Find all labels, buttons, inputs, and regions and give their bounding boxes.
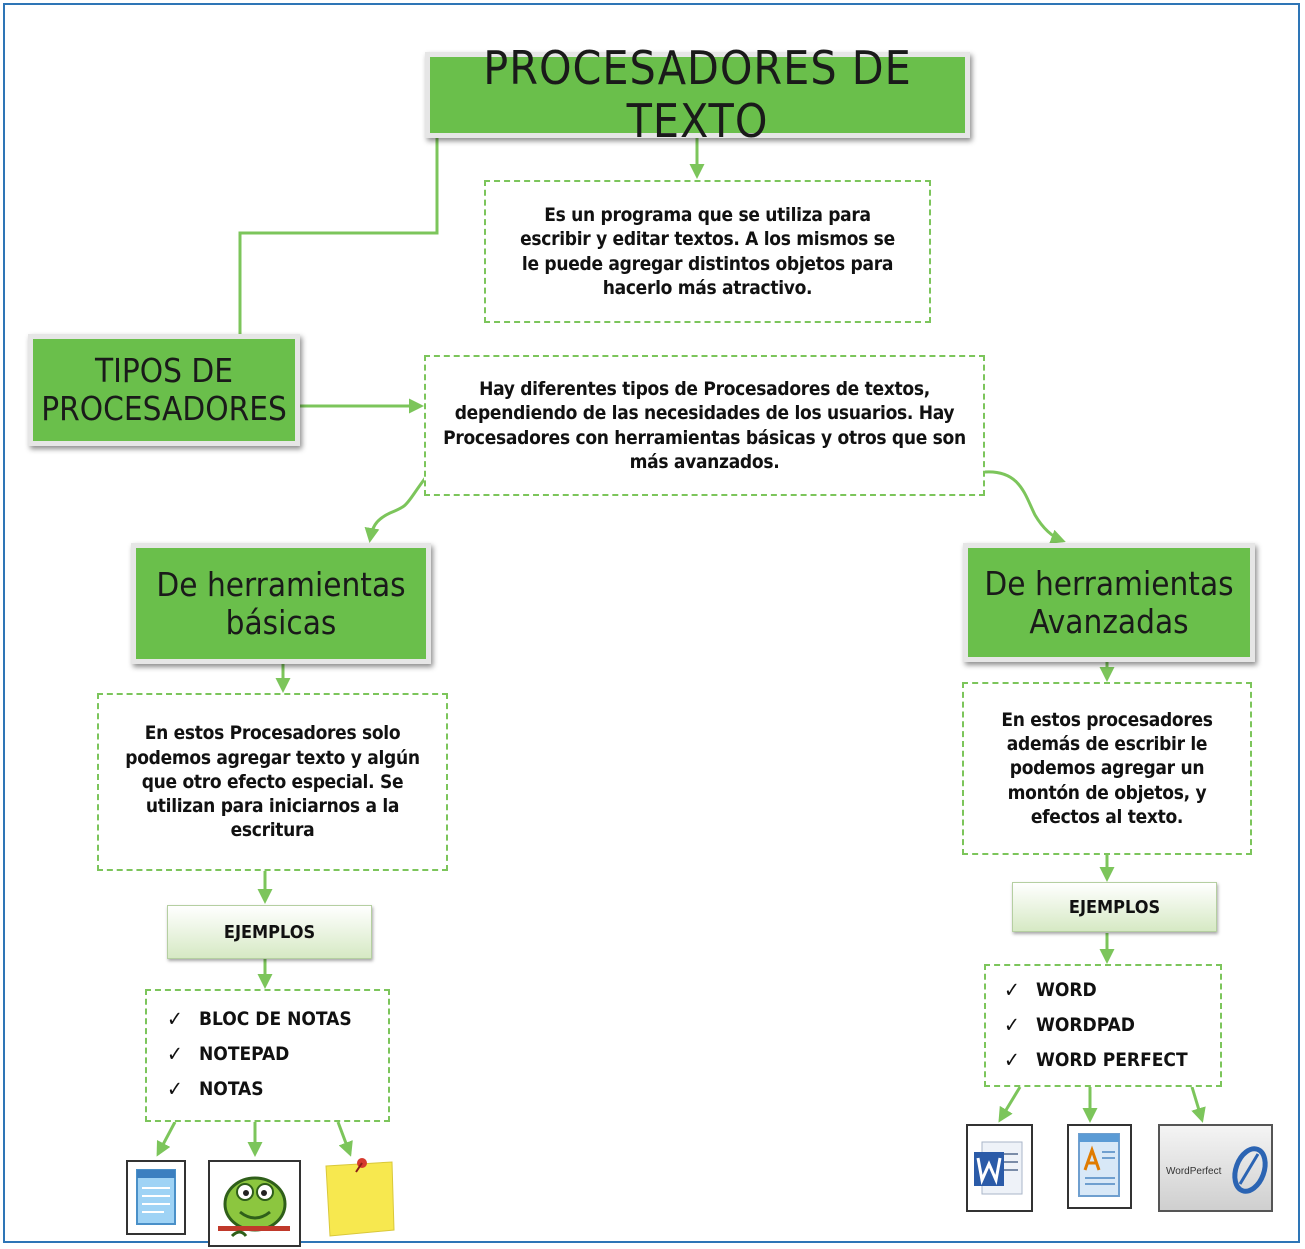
definition-box: Es un programa que se utiliza para escri…	[484, 180, 931, 323]
basic-description-text: En estos Procesadores solo podemos agreg…	[125, 722, 420, 842]
check-icon: ✓	[1004, 1047, 1020, 1072]
arrow-description-basic	[364, 476, 428, 543]
basic-title: De herramientas básicas	[156, 564, 406, 642]
advanced-examples-text: EJEMPLOS	[1068, 896, 1161, 918]
arrow-list-wordperfect	[1190, 1086, 1206, 1123]
list-item: ✓ BLOC DE NOTAS	[167, 1001, 388, 1036]
check-icon: ✓	[167, 1076, 183, 1101]
definition-text: Es un programa que se utiliza para escri…	[520, 203, 895, 299]
list-item-label: WORDPAD	[1036, 1013, 1135, 1036]
basic-examples-text: EJEMPLOS	[223, 921, 316, 943]
list-item: ✓ WORD PERFECT	[1004, 1042, 1220, 1077]
arrow-list-word	[998, 1086, 1022, 1123]
types-title: TIPOS DE PROCESADORES	[41, 351, 287, 428]
list-item-label: WORD	[1036, 978, 1097, 1001]
list-item-label: NOTAS	[199, 1077, 264, 1100]
check-icon: ✓	[167, 1041, 183, 1066]
advanced-examples-label: EJEMPLOS	[1012, 882, 1217, 932]
advanced-box: De herramientas Avanzadas	[963, 543, 1255, 662]
list-item-label: WORD PERFECT	[1036, 1048, 1188, 1071]
line-title-types	[238, 134, 439, 335]
list-item: ✓ NOTEPAD	[167, 1036, 388, 1071]
advanced-title: De herramientas Avanzadas	[984, 563, 1234, 641]
list-item: ✓ WORDPAD	[1004, 1007, 1220, 1042]
check-icon: ✓	[167, 1006, 183, 1031]
advanced-description-box: En estos procesadores además de escribir…	[962, 682, 1252, 855]
list-item: ✓ NOTAS	[167, 1071, 388, 1106]
arrow-list-notes	[336, 1121, 353, 1157]
arrow-description-advanced	[984, 470, 1066, 544]
wordperfect-logo-text: WordPerfect	[1166, 1166, 1222, 1177]
arrow-list-notepad	[156, 1121, 177, 1157]
list-item-label: BLOC DE NOTAS	[199, 1007, 352, 1030]
types-description-text: Hay diferentes tipos de Procesadores de …	[443, 377, 966, 473]
check-icon: ✓	[1004, 1012, 1020, 1037]
basic-examples-list: ✓ BLOC DE NOTAS ✓ NOTEPAD ✓ NOTAS	[145, 989, 390, 1122]
types-description-box: Hay diferentes tipos de Procesadores de …	[424, 355, 985, 496]
types-box: TIPOS DE PROCESADORES	[28, 334, 300, 446]
notepad-icon	[126, 1160, 186, 1235]
basic-box: De herramientas básicas	[131, 543, 431, 664]
advanced-examples-list: ✓ WORD ✓ WORDPAD ✓ WORD PERFECT	[984, 964, 1222, 1087]
title-box: PROCESADORES DE TEXTO	[425, 42, 970, 147]
word-icon	[966, 1124, 1033, 1212]
wordperfect-icon: WordPerfect	[1158, 1124, 1273, 1212]
list-item: ✓ WORD	[1004, 972, 1220, 1007]
title-text: PROCESADORES DE TEXTO	[483, 41, 912, 148]
basic-examples-label: EJEMPLOS	[167, 905, 372, 959]
wordpad-icon	[1067, 1124, 1132, 1209]
list-item-label: NOTEPAD	[199, 1042, 290, 1065]
check-icon: ✓	[1004, 977, 1020, 1002]
basic-description-box: En estos Procesadores solo podemos agreg…	[97, 693, 448, 871]
advanced-description-text: En estos procesadores además de escribir…	[1001, 708, 1213, 828]
notepad-plus-plus-icon	[208, 1160, 301, 1247]
sticky-notes-icon	[322, 1156, 396, 1238]
